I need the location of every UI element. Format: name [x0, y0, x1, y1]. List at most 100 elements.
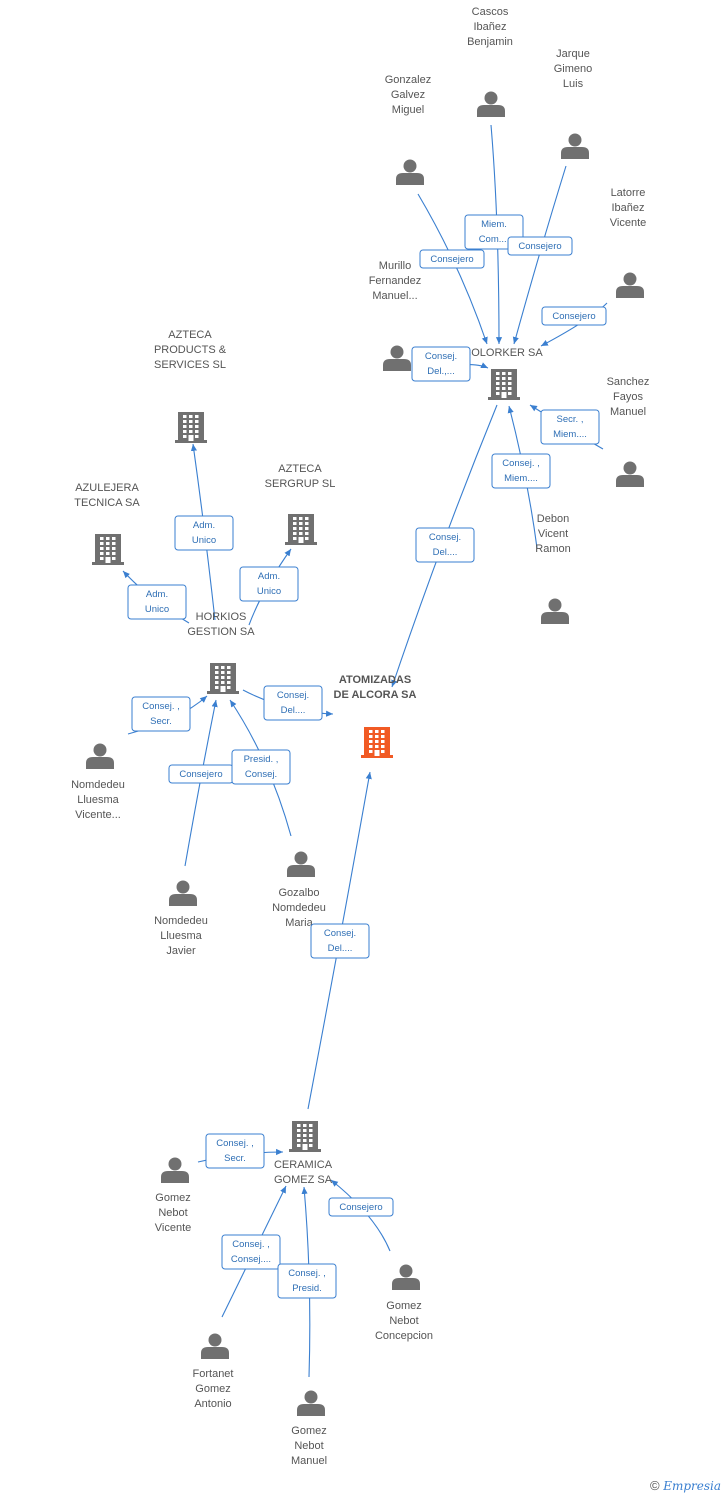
person-icon[interactable]: [396, 159, 424, 186]
edge-role-box[interactable]: [541, 306, 607, 326]
person-icon[interactable]: [616, 272, 644, 299]
edge-role-label[interactable]: Consej. ,Miem....: [491, 453, 551, 489]
edge-role-box[interactable]: [419, 249, 485, 269]
edge-role-box[interactable]: [507, 236, 573, 256]
person-icon[interactable]: [383, 345, 411, 372]
node-label[interactable]: Concepcion: [375, 1330, 433, 1342]
node-label[interactable]: DE ALCORA SA: [334, 689, 417, 701]
edge-role-label[interactable]: Consej.Del.,...: [411, 346, 471, 382]
brand-name[interactable]: Empresia: [663, 1479, 722, 1493]
node-label[interactable]: Nomdedeu: [272, 902, 326, 914]
node-label[interactable]: Maria: [285, 917, 313, 929]
node-label[interactable]: Lluesma: [77, 794, 119, 806]
node-label[interactable]: Manuel: [291, 1455, 327, 1467]
edge-role-box[interactable]: [131, 696, 191, 732]
node-label[interactable]: Fayos: [613, 391, 643, 403]
node-label[interactable]: AZTECA: [168, 329, 212, 341]
node-nom_vicente[interactable]: NomdedeuLluesmaVicente...: [71, 743, 125, 822]
node-label[interactable]: PRODUCTS &: [154, 344, 227, 356]
edge-role-label[interactable]: Consejero: [328, 1197, 394, 1217]
node-label[interactable]: CERAMICA: [274, 1159, 333, 1171]
node-label[interactable]: Gomez: [195, 1383, 230, 1395]
footer-brand[interactable]: © Empresia: [650, 1478, 721, 1493]
edge-role-box[interactable]: [277, 1263, 337, 1299]
edge-role-box[interactable]: [127, 584, 187, 620]
edge-role-box[interactable]: [263, 685, 323, 721]
edge-role-label[interactable]: Consej. ,Secr.: [205, 1133, 265, 1169]
edge-role-box[interactable]: [411, 346, 471, 382]
edge-role-label[interactable]: Consejero: [541, 306, 607, 326]
person-icon[interactable]: [616, 461, 644, 488]
person-icon[interactable]: [86, 743, 114, 770]
node-label[interactable]: ATOMIZADAS: [339, 674, 411, 686]
person-icon[interactable]: [477, 91, 505, 118]
edge-role-label[interactable]: Adm.Unico: [174, 515, 234, 551]
company-icon[interactable]: [285, 514, 317, 545]
edge-role-label[interactable]: Consejero: [168, 764, 234, 784]
node-label[interactable]: Jarque: [556, 48, 590, 60]
edge-role-label[interactable]: Secr. ,Miem....: [540, 409, 600, 445]
company-icon[interactable]: [207, 663, 239, 694]
node-label[interactable]: Javier: [166, 945, 196, 957]
node-label[interactable]: Latorre: [611, 187, 646, 199]
node-label[interactable]: Cascos: [472, 6, 509, 18]
edge-role-box[interactable]: [310, 923, 370, 959]
node-label[interactable]: Nomdedeu: [71, 779, 125, 791]
edge-role-label[interactable]: Presid. ,Consej.: [231, 749, 291, 785]
node-label[interactable]: Ibañez: [473, 21, 506, 33]
person-icon[interactable]: [169, 880, 197, 907]
node-label[interactable]: Gonzalez: [385, 74, 431, 86]
person-icon[interactable]: [541, 598, 569, 625]
edge-role-label[interactable]: Adm.Unico: [127, 584, 187, 620]
node-label[interactable]: AZTECA: [278, 463, 322, 475]
node-label[interactable]: Manuel: [610, 406, 646, 418]
node-label[interactable]: Nebot: [294, 1440, 323, 1452]
node-label[interactable]: Miguel: [392, 104, 424, 116]
node-label[interactable]: Debon: [537, 513, 569, 525]
node-murillo[interactable]: MurilloFernandezManuel...: [369, 260, 422, 371]
node-label[interactable]: HORKIOS: [196, 611, 247, 623]
node-label[interactable]: Sanchez: [607, 376, 650, 388]
node-label[interactable]: TECNICA SA: [74, 497, 140, 509]
edge-role-label[interactable]: Consej. ,Consej....: [221, 1234, 281, 1270]
node-label[interactable]: Nebot: [158, 1207, 187, 1219]
person-icon[interactable]: [297, 1390, 325, 1417]
node-label[interactable]: Fortanet: [193, 1368, 234, 1380]
edge-role-label[interactable]: Consejero: [507, 236, 573, 256]
node-label[interactable]: Gozalbo: [279, 887, 320, 899]
person-icon[interactable]: [287, 851, 315, 878]
company-icon[interactable]: [488, 369, 520, 400]
edge-role-box[interactable]: [205, 1133, 265, 1169]
node-label[interactable]: GOMEZ SA: [274, 1174, 333, 1186]
node-label[interactable]: Gomez: [155, 1192, 190, 1204]
node-label[interactable]: Vicent: [538, 528, 568, 540]
node-label[interactable]: GESTION SA: [187, 626, 255, 638]
node-label[interactable]: Ramon: [535, 543, 570, 555]
edge-role-label[interactable]: Consej.Del....: [263, 685, 323, 721]
node-label[interactable]: Lluesma: [160, 930, 202, 942]
company-icon[interactable]: [289, 1121, 321, 1152]
node-colorker[interactable]: COLORKER SA: [463, 347, 543, 400]
edge-role-label[interactable]: Consej. ,Secr.: [131, 696, 191, 732]
edge-role-box[interactable]: [221, 1234, 281, 1270]
node-label[interactable]: Gimeno: [554, 63, 593, 75]
person-icon[interactable]: [201, 1333, 229, 1360]
focus-company-icon[interactable]: [361, 727, 393, 758]
node-label[interactable]: Gomez: [386, 1300, 421, 1312]
edge-role-box[interactable]: [231, 749, 291, 785]
node-label[interactable]: Benjamin: [467, 36, 513, 48]
edge-role-box[interactable]: [174, 515, 234, 551]
node-label[interactable]: Manuel...: [372, 290, 417, 302]
